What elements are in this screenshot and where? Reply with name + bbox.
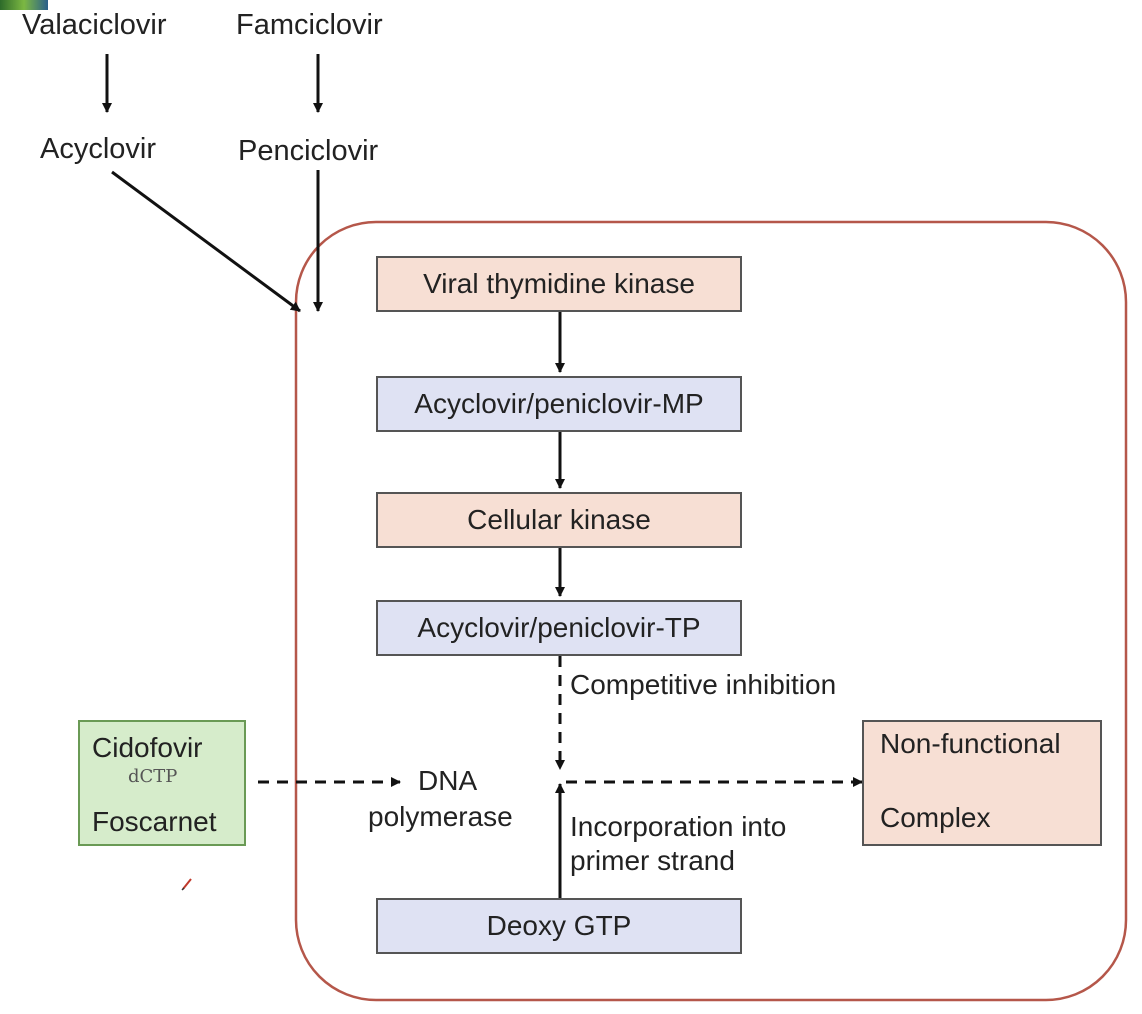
cellular-kinase-text: Cellular kinase <box>467 504 651 535</box>
cell-boundary <box>294 220 1128 1002</box>
penciclovir-label: Penciclovir <box>238 135 379 167</box>
viral-thymidine-kinase-box: Viral thymidine kinase <box>376 256 742 312</box>
complex-label: Complex <box>880 802 991 833</box>
deoxy-gtp-box: Deoxy GTP <box>376 898 742 954</box>
arrow-acyclovir-into-cell <box>111 170 301 313</box>
dctp-label: dCTP <box>128 766 178 787</box>
dna-label: DNA <box>418 765 478 796</box>
nonfunctional-complex-box: Non-functional Complex <box>862 720 1102 846</box>
incorporation-line1-label: Incorporation into <box>570 811 787 842</box>
mp-text: Acyclovir/peniclovir-MP <box>414 388 704 419</box>
polymerase-label: polymerase <box>368 801 513 832</box>
deoxy-gtp-text: Deoxy GTP <box>486 910 632 941</box>
mp-box: Acyclovir/peniclovir-MP <box>376 376 742 432</box>
inhibitor-drugs-box: Cidofovir dCTP Foscarnet <box>78 720 246 846</box>
tp-box: Acyclovir/peniclovir-TP <box>376 600 742 656</box>
foscarnet-label: Foscarnet <box>92 806 217 837</box>
corner-logo-icon <box>0 0 48 10</box>
cidofovir-label: Cidofovir <box>92 732 203 763</box>
acyclovir-label: Acyclovir <box>40 133 157 165</box>
incorporation-line2-label: primer strand <box>570 845 735 876</box>
viral-thymidine-kinase-text: Viral thymidine kinase <box>423 268 695 299</box>
cellular-kinase-box: Cellular kinase <box>376 492 742 548</box>
competitive-inhibition-label: Competitive inhibition <box>570 669 837 700</box>
famciclovir-label: Famciclovir <box>236 9 383 41</box>
nonfunctional-label: Non-functional <box>880 728 1061 759</box>
valaciclovir-label: Valaciclovir <box>22 9 167 41</box>
tp-text: Acyclovir/peniclovir-TP <box>417 612 701 643</box>
pen-icon <box>181 878 192 891</box>
